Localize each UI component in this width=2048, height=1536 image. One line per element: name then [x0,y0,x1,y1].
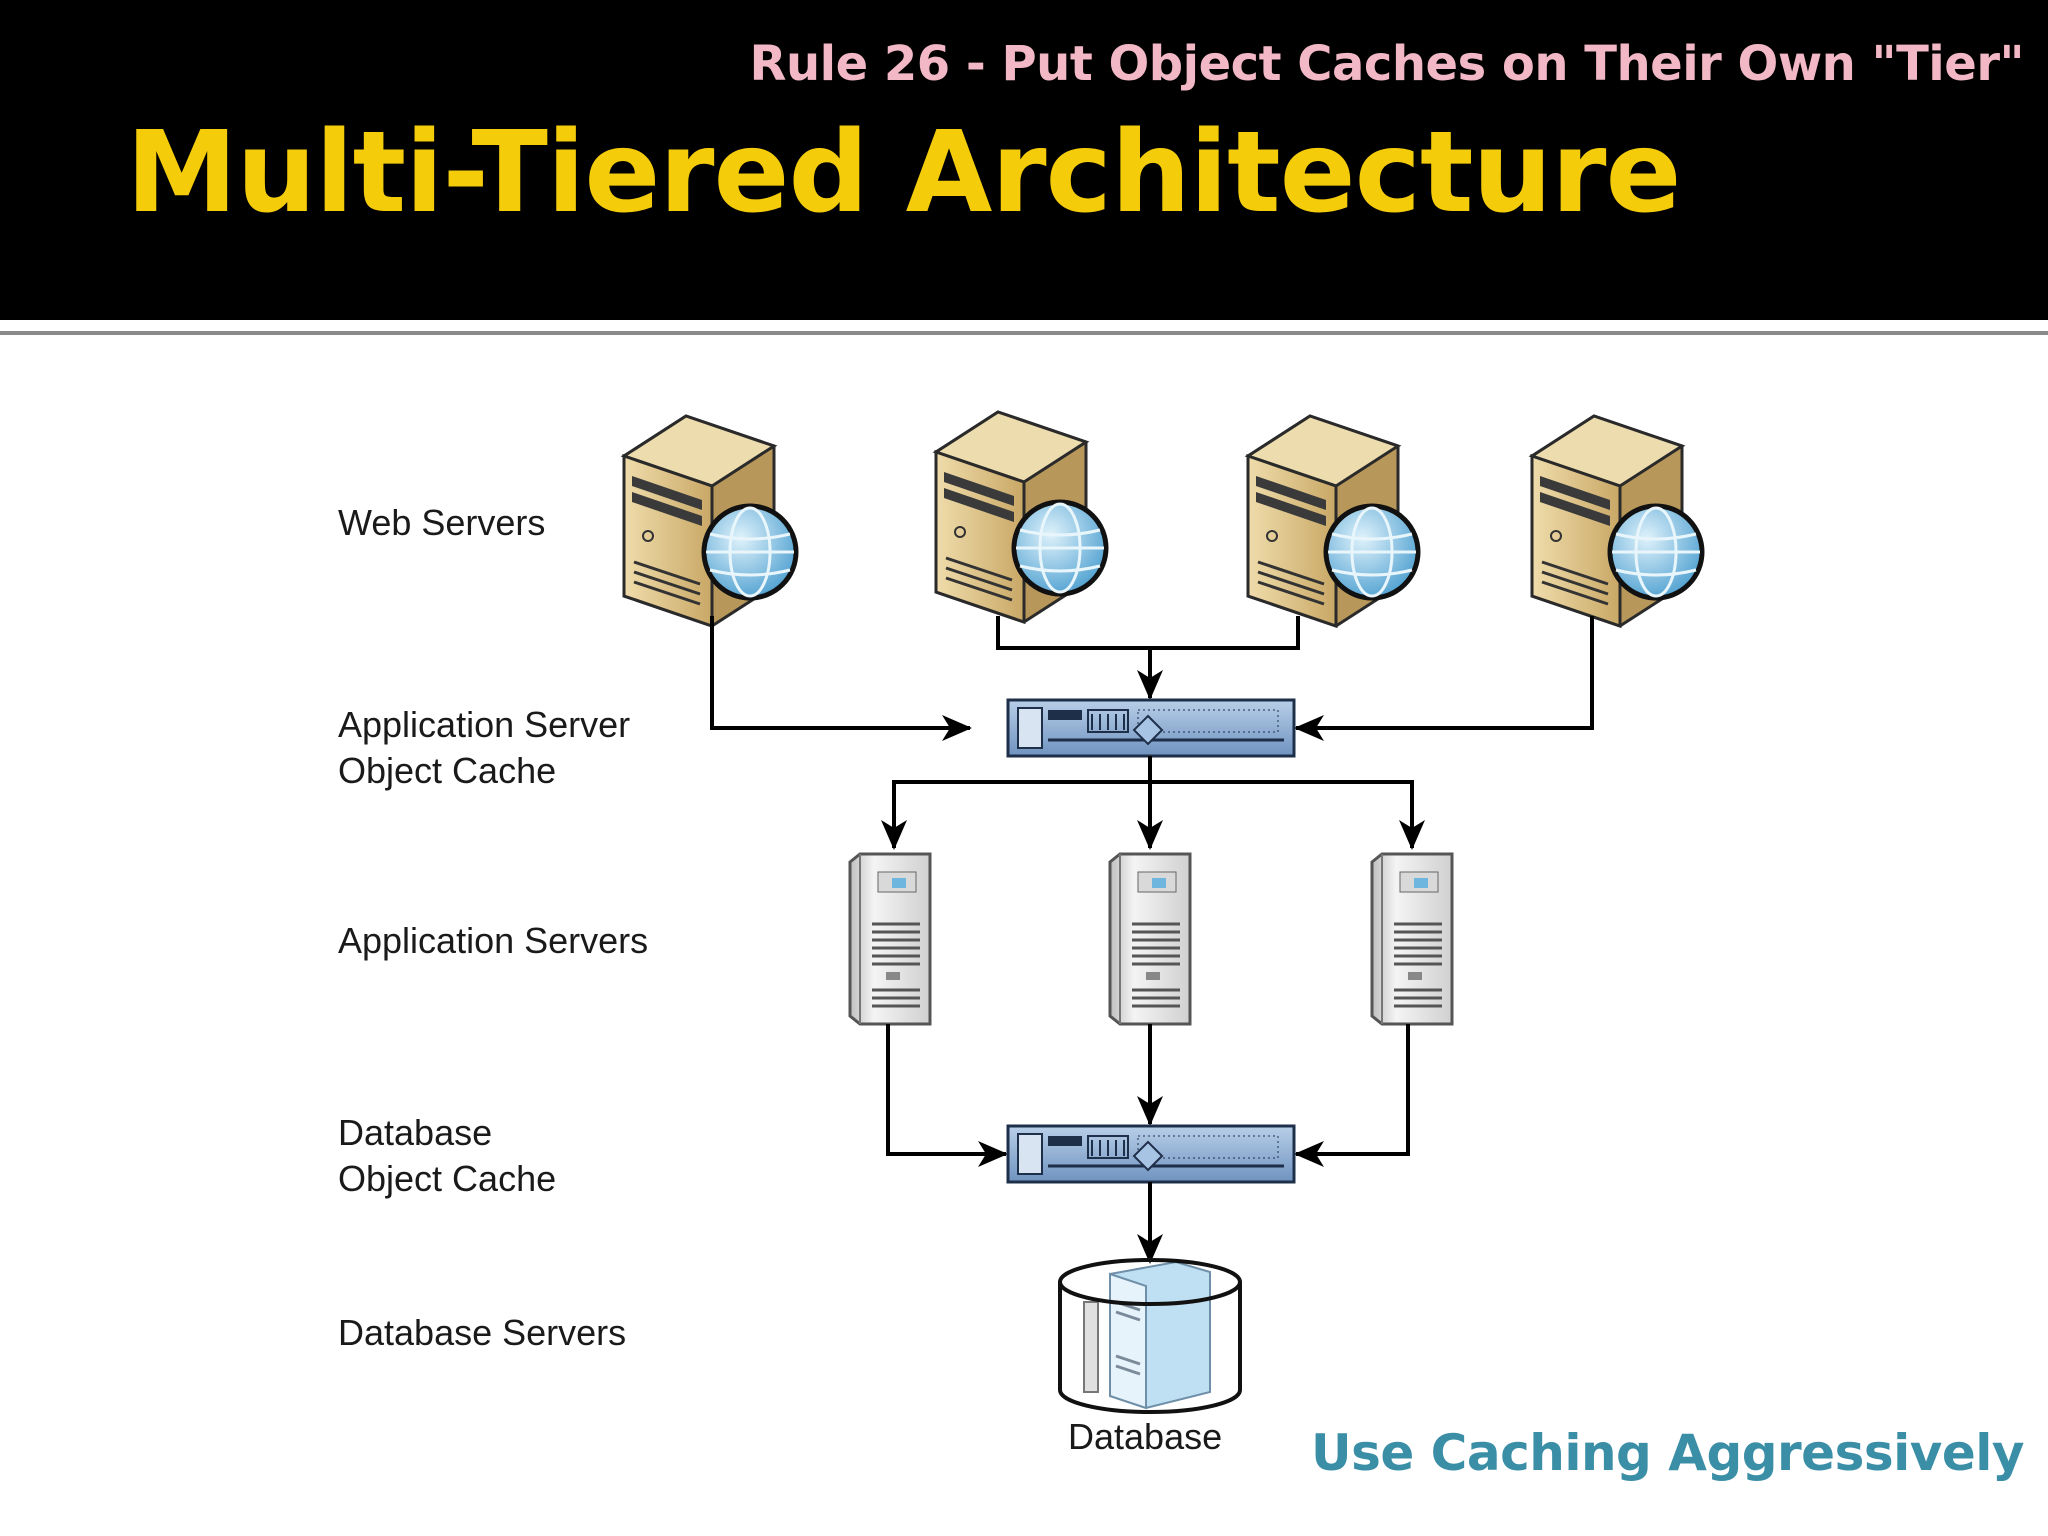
rule-subtitle: Rule 26 - Put Object Caches on Their Own… [749,36,2025,92]
arrow-app3-to-dbcache [1294,1024,1410,1167]
connectors-web-to-cache [710,616,1594,741]
footer-tagline: Use Caching Aggressively [1310,1424,2025,1482]
app-server-icon [848,852,932,1026]
database-object-cache [1006,1124,1296,1184]
header-divider-light [0,320,2048,328]
slide-title: Multi-Tiered Architecture [126,108,1681,238]
label-db-cache-line2: Object Cache [338,1158,557,1199]
slide-header: Rule 26 - Put Object Caches on Their Own… [0,0,2048,320]
label-db-cache: Database Object Cache [338,1110,556,1202]
label-app-server-cache-line1: Application Server [338,704,631,745]
label-web-servers: Web Servers [338,502,546,543]
arrow-app1-to-dbcache [886,1024,1008,1167]
header-divider-gray [0,331,2048,335]
join-web2-web3 [996,616,1300,650]
web-server-3 [1246,414,1418,628]
label-db-cache-line1: Database [338,1112,493,1153]
web-server-1 [622,414,796,628]
web-server-4 [1530,414,1702,628]
globe-icon [1610,506,1702,598]
globe-icon [704,506,796,598]
label-app-server-cache: Application Server Object Cache [338,702,630,794]
label-app-servers: Application Servers [338,920,649,961]
branch-cache-to-app [892,780,1414,848]
globe-icon [1014,502,1106,594]
label-app-server-cache-line2: Object Cache [338,750,557,791]
label-db-servers: Database Servers [338,1312,627,1353]
connectors-cache-to-app [881,756,1425,850]
app-server-object-cache [1006,698,1296,758]
app-server-icon [1108,852,1192,1026]
connectors-app-to-dbcache [886,1024,1410,1167]
globe-icon [1326,506,1418,598]
database-icon [1058,1258,1242,1414]
app-server-icon [1370,852,1454,1026]
arrow-web4-to-cache [1294,616,1594,741]
database-label: Database [1068,1416,1223,1457]
web-server-2 [934,410,1106,624]
arrow-web1-to-cache [710,616,972,741]
